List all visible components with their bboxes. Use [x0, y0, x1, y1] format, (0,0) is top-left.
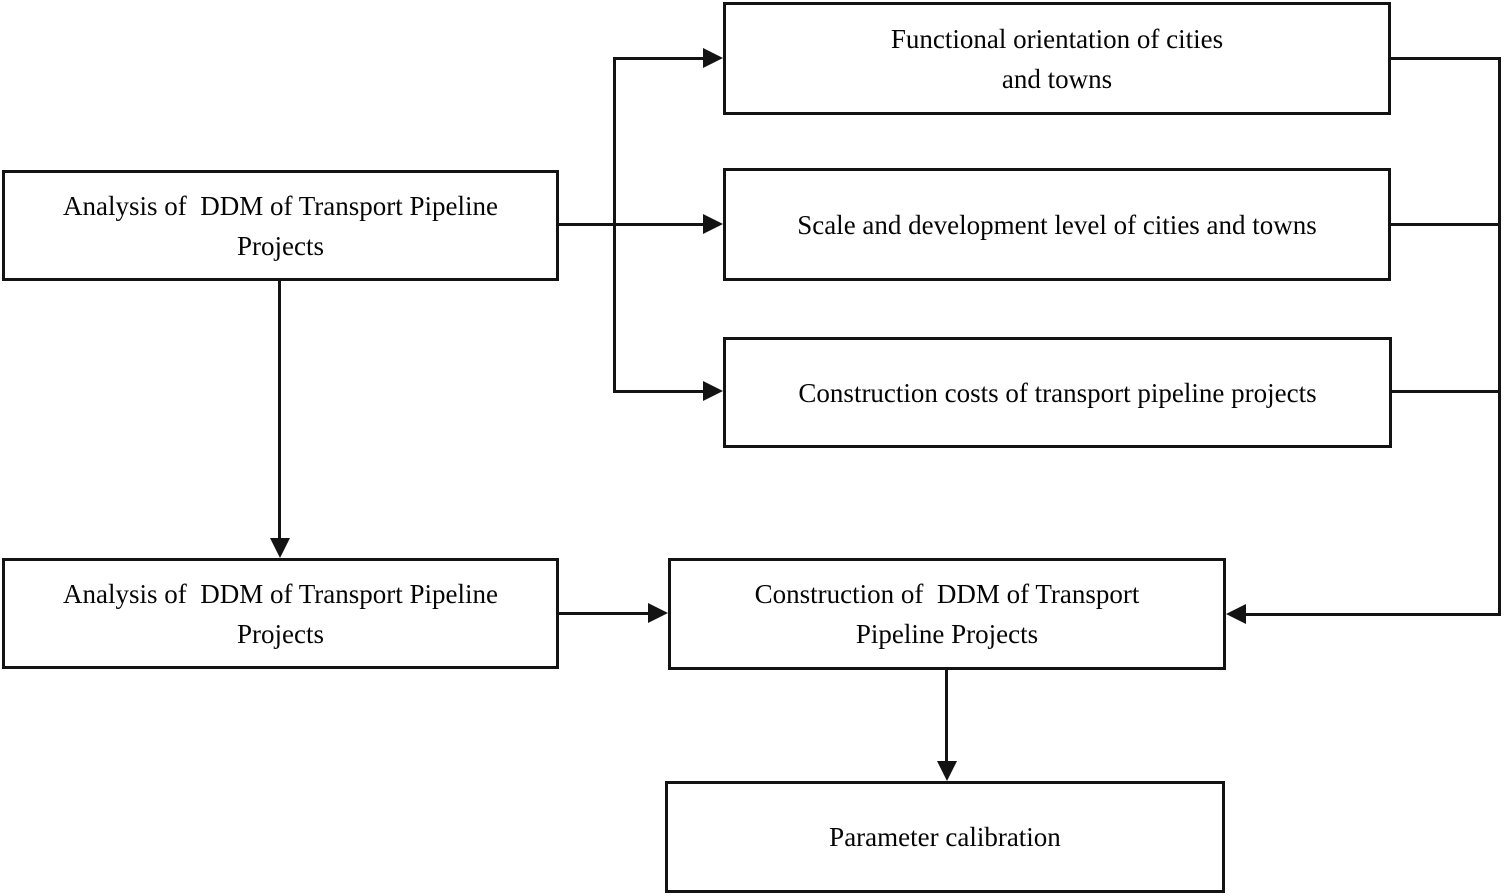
node-text-line: Analysis of DDM of Transport Pipeline	[62, 578, 498, 609]
connector-costs-to-collector	[1392, 390, 1501, 393]
node-parameter-calibration: Parameter calibration	[665, 781, 1225, 893]
arrowhead-right-icon	[703, 381, 723, 401]
node-text-line: Scale and development level of cities an…	[797, 209, 1317, 240]
node-functional-orientation: Functional orientation of cities and tow…	[723, 2, 1391, 115]
connector-collector-vertical	[1498, 57, 1501, 616]
node-construction-ddm: Construction of DDM of Transport Pipelin…	[668, 558, 1226, 670]
connector-branch-to-functional	[613, 57, 703, 60]
arrowhead-right-icon	[703, 214, 723, 234]
connector-collector-to-construction	[1246, 613, 1501, 616]
connector-analysis-to-branch	[559, 223, 703, 226]
node-analysis-ddm-bottom: Analysis of DDM of Transport Pipeline Pr…	[2, 558, 559, 669]
node-text-line: Construction costs of transport pipeline…	[798, 377, 1317, 408]
connector-branch-vertical	[613, 57, 616, 393]
node-text-line: and towns	[1001, 63, 1113, 94]
node-text-line: Projects	[237, 230, 324, 261]
connector-branch-to-costs	[613, 390, 703, 393]
node-construction-costs: Construction costs of transport pipeline…	[723, 337, 1392, 448]
node-text-line: Projects	[237, 618, 324, 649]
node-text-line: Parameter calibration	[829, 822, 1061, 852]
node-text-line: Pipeline Projects	[855, 619, 1039, 649]
node-analysis-ddm-top: Analysis of DDM of Transport Pipeline Pr…	[2, 170, 559, 281]
connector-analysis-top-to-bottom	[278, 281, 281, 542]
node-text-line: Functional orientation of cities	[890, 23, 1224, 54]
arrowhead-down-icon	[270, 538, 290, 558]
connector-construction-to-calibration	[945, 670, 948, 761]
arrowhead-right-icon	[648, 603, 668, 623]
arrowhead-left-icon	[1226, 604, 1246, 624]
arrowhead-down-icon	[937, 761, 957, 781]
connector-functional-to-collector	[1391, 57, 1501, 60]
node-text-line: Construction of DDM of Transport	[754, 579, 1140, 609]
connector-analysis-bottom-to-construction	[559, 612, 648, 615]
connector-scale-to-collector	[1391, 223, 1501, 226]
node-text-line: Analysis of DDM of Transport Pipeline	[62, 190, 498, 221]
node-scale-development: Scale and development level of cities an…	[723, 168, 1391, 281]
arrowhead-right-icon	[703, 48, 723, 68]
